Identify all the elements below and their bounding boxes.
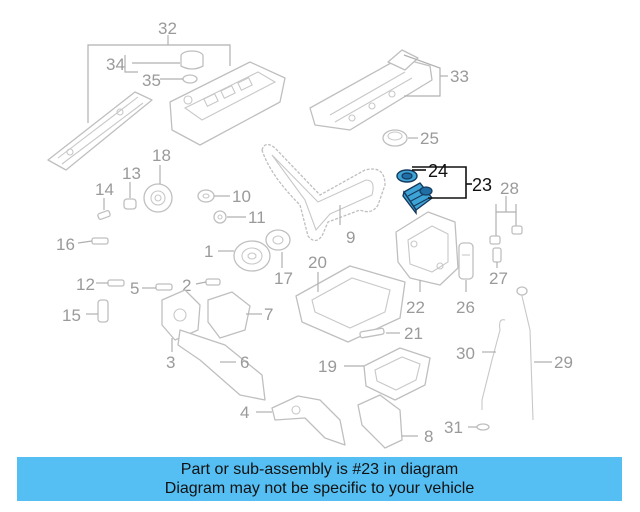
callout-35[interactable]: 35 (142, 71, 161, 90)
part-20-oil-pan-upper (295, 265, 406, 343)
callout-30[interactable]: 30 (456, 344, 475, 363)
part-2-bolt (205, 278, 221, 286)
callout-15[interactable]: 15 (62, 306, 81, 325)
part-14-bolt (97, 210, 111, 220)
part-23-oil-filter-highlighted[interactable] (402, 182, 433, 216)
callout-27[interactable]: 27 (489, 269, 508, 288)
part-19-oil-pan-lower (363, 347, 431, 401)
part-3-timing-cover (161, 289, 201, 341)
part-21-fitting (359, 327, 385, 339)
callout-24-highlighted[interactable]: 24 (428, 161, 448, 181)
part-8-bracket (357, 394, 403, 449)
part-1-pulley (233, 240, 271, 272)
banner-line-1: Part or sub-assembly is #23 in diagram (180, 461, 459, 478)
parts-diagram: 32 34 35 33 (47, 19, 573, 449)
callout-group-32: 32 (87, 19, 231, 123)
part-26-sensor (458, 242, 474, 280)
part-18-sprocket (143, 183, 173, 213)
part-30-dipstick-tube (481, 319, 506, 410)
part-28-plugs (489, 225, 523, 245)
callout-16[interactable]: 16 (56, 235, 75, 254)
part-11-washer (213, 210, 227, 224)
callout-4[interactable]: 4 (240, 403, 249, 422)
callout-34[interactable]: 34 (106, 55, 125, 74)
banner-line-2: Diagram may not be specific to your vehi… (164, 480, 475, 497)
part-valve-cover-left (169, 61, 286, 146)
callout-18[interactable]: 18 (152, 146, 171, 165)
callout-13[interactable]: 13 (122, 164, 141, 183)
part-35-seal (182, 74, 198, 84)
callout-14[interactable]: 14 (95, 180, 114, 199)
part-valve-cover-right (309, 49, 433, 131)
part-15-sensor (97, 299, 109, 323)
callout-3[interactable]: 3 (166, 353, 175, 372)
part-valve-cover-rail-left (47, 91, 153, 171)
part-31-o-ring (476, 423, 490, 431)
part-5-bolt (155, 283, 173, 291)
callout-5[interactable]: 5 (130, 279, 139, 298)
callout-22[interactable]: 22 (406, 298, 425, 317)
part-22-filter-housing (395, 211, 459, 286)
callout-7[interactable]: 7 (264, 305, 273, 324)
callout-12[interactable]: 12 (76, 275, 95, 294)
part-34-cap (180, 50, 204, 70)
callout-8[interactable]: 8 (424, 427, 433, 446)
part-25-cap (382, 129, 408, 147)
part-13-bushing (123, 198, 137, 210)
callout-2[interactable]: 2 (182, 276, 191, 295)
part-4-bracket (271, 395, 346, 446)
part-16-bolt (91, 237, 109, 245)
callout-32[interactable]: 32 (158, 19, 177, 38)
part-10-idler (197, 189, 215, 203)
callout-23-highlighted[interactable]: 23 (472, 175, 492, 195)
callout-21[interactable]: 21 (404, 324, 423, 343)
part-24-oil-filter-cap-highlighted[interactable] (396, 169, 418, 183)
part-29-dipstick (516, 286, 534, 421)
callout-25[interactable]: 25 (420, 129, 439, 148)
callout-6[interactable]: 6 (240, 353, 249, 372)
callout-28[interactable]: 28 (500, 179, 519, 198)
callout-26[interactable]: 26 (456, 298, 475, 317)
part-9-timing-belt (261, 143, 386, 242)
callout-33[interactable]: 33 (450, 67, 469, 86)
callout-10[interactable]: 10 (232, 187, 251, 206)
part-6-timing-cover-lower (177, 329, 266, 401)
callout-9[interactable]: 9 (346, 228, 355, 247)
callout-31[interactable]: 31 (444, 418, 463, 437)
callout-1[interactable]: 1 (204, 242, 213, 261)
part-7-cover (207, 291, 251, 339)
callout-29[interactable]: 29 (554, 353, 573, 372)
callout-19[interactable]: 19 (318, 357, 337, 376)
callout-17[interactable]: 17 (274, 269, 293, 288)
part-17-gear (265, 229, 291, 251)
callout-11[interactable]: 11 (248, 208, 266, 227)
part-27-sensor (492, 247, 502, 263)
callout-20[interactable]: 20 (308, 253, 327, 272)
info-banner: Part or sub-assembly is #23 in diagram D… (17, 457, 622, 501)
part-12-bolt (107, 279, 125, 287)
